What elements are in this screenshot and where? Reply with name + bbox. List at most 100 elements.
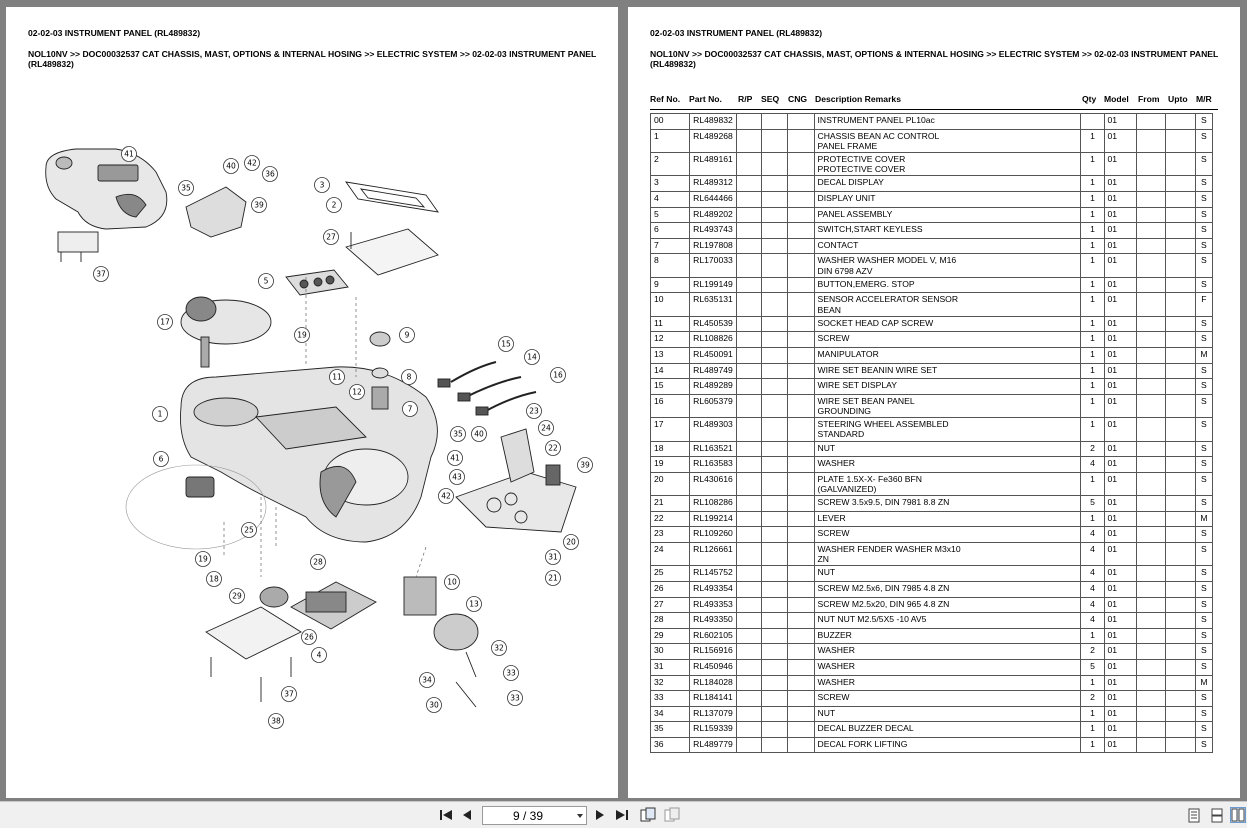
callout-label: 19 [297,331,307,340]
left-page: 02-02-03 INSTRUMENT PANEL (RL489832) NOL… [6,7,618,798]
table-cell-desc: INSTRUMENT PANEL PL10ac [813,113,1082,130]
table-cell-cng [787,253,815,278]
table-cell-model: 01 [1103,440,1137,458]
table-cell-qty: 1 [1080,222,1105,239]
table-cell-cng [787,627,815,645]
table-cell-rp [736,495,763,512]
callout-label: 11 [332,373,342,382]
table-cell-cng [787,736,815,754]
next-page-icon[interactable] [592,807,608,823]
table-cell-seq [761,440,789,458]
table-cell-rp [736,580,763,598]
table-cell-mr: S [1194,612,1214,629]
table-cell-rp [736,206,763,224]
table-cell-seq [761,175,789,192]
table-cell-cng [787,175,815,192]
callout-bubble: 37 [281,686,297,702]
callout-bubble: 4 [311,647,327,663]
table-cell-mr: S [1194,362,1214,380]
table-cell-cng [787,471,815,497]
table-cell-part: RL489303 [689,417,738,442]
table-cell-cng [787,596,815,614]
table-cell-mr: S [1194,206,1214,224]
table-cell-ref: 28 [650,612,691,629]
table-cell-seq [761,378,789,395]
callout-bubble: 13 [466,596,482,612]
table-cell-part: RL137079 [689,705,738,723]
table-cell-rp [736,128,763,154]
table-cell-seq [761,206,789,224]
table-cell-from [1135,471,1166,497]
two-page-view-icon[interactable] [1230,807,1246,823]
table-cell-cng [787,191,815,208]
table-cell-model: 01 [1103,627,1137,645]
table-cell-seq [761,276,789,294]
table-cell-model: 01 [1103,315,1137,333]
callout-label: 2 [332,201,337,210]
table-cell-part: RL450539 [689,315,738,333]
table-cell-part: RL108286 [689,495,738,512]
table-cell-qty: 1 [1080,736,1105,754]
callout-label: 24 [541,424,551,433]
table-cell-desc: NUT [813,565,1082,582]
table-cell-mr: S [1194,175,1214,192]
header-seq: SEQ [761,94,780,104]
table-cell-desc: SOCKET HEAD CAP SCREW [813,315,1082,333]
table-cell-mr: S [1194,237,1214,255]
table-cell-qty: 1 [1080,191,1105,208]
table-cell-rp [736,456,763,473]
table-cell-model: 01 [1103,276,1137,294]
table-cell-ref: 8 [650,253,691,278]
table-cell-seq [761,596,789,614]
page-title: 02-02-03 INSTRUMENT PANEL (RL489832) [28,28,201,38]
table-cell-desc: WASHER [813,643,1082,660]
table-cell-from [1135,362,1166,380]
table-cell-qty: 2 [1080,690,1105,707]
table-cell-rp [736,253,763,278]
table-cell-ref: 23 [650,526,691,543]
table-cell-model: 01 [1103,596,1137,614]
first-page-icon[interactable] [438,807,454,823]
prev-page-icon[interactable] [459,807,475,823]
table-cell-model: 01 [1103,151,1137,177]
table-cell-part: RL163583 [689,456,738,473]
last-page-icon[interactable] [614,807,630,823]
callout-label: 29 [232,592,242,601]
table-cell-part: RL489779 [689,736,738,754]
callout-bubble: 19 [294,327,310,343]
table-cell-part: RL489268 [689,128,738,154]
table-cell-cng [787,690,815,707]
table-cell-upto [1164,705,1196,723]
table-cell-ref: 32 [650,674,691,692]
callout-bubble: 35 [178,180,194,196]
callout-label: 21 [548,574,558,583]
continuous-view-icon[interactable] [1209,807,1225,823]
table-cell-rp [736,612,763,629]
table-cell-cng [787,674,815,692]
table-cell-seq [761,417,789,442]
table-cell-from [1135,627,1166,645]
table-cell-mr: S [1194,526,1214,543]
single-page-view-icon[interactable] [1186,807,1202,823]
table-cell-desc: BUTTON,EMERG. STOP [813,276,1082,294]
table-cell-desc: SCREW M2.5x20, DIN 965 4.8 ZN [813,596,1082,614]
fit-page-icon[interactable] [640,807,656,823]
table-cell-from [1135,565,1166,582]
fit-width-icon[interactable] [664,807,680,823]
chevron-down-icon [577,814,583,818]
table-cell-cng [787,580,815,598]
page-number-select[interactable]: 9 / 39 [482,806,587,825]
